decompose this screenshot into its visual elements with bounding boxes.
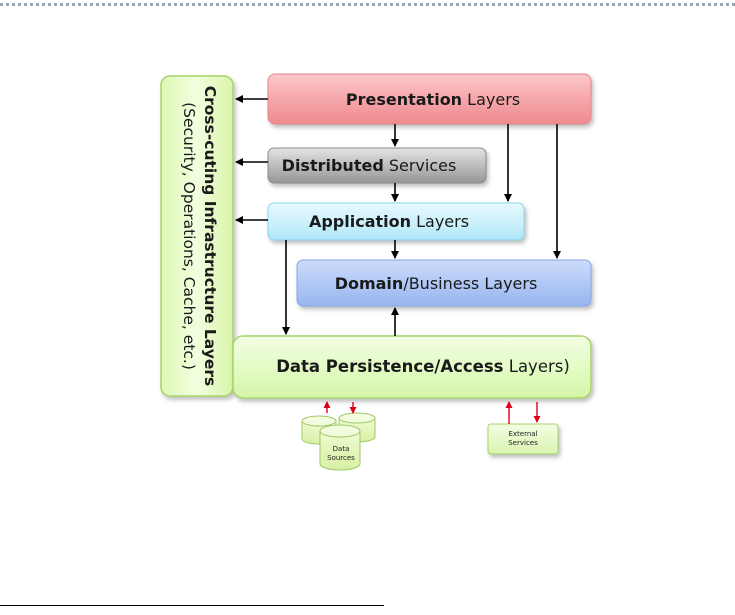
data-flow-arrows bbox=[323, 401, 541, 424]
distributed-services-label: Distributed Services bbox=[282, 156, 457, 175]
application-layer-box: Application Layers bbox=[267, 202, 525, 241]
data-persistence-label: Data Persistence/Access Layers) bbox=[276, 357, 570, 376]
application-label: Application Layers bbox=[309, 212, 469, 231]
data-persistence-layer-box: Data Persistence/Access Layers) bbox=[232, 335, 592, 399]
crosscutting-layer-box: Cross-cuting Infrastructure Layers (Secu… bbox=[160, 75, 234, 397]
distributed-services-box: Distributed Services bbox=[267, 147, 487, 184]
top-dotted-rule bbox=[0, 3, 735, 6]
external-services-line1: External bbox=[508, 430, 537, 438]
data-sources-line2: Sources bbox=[327, 454, 355, 462]
crosscutting-title: Cross-cuting Infrastructure Layers bbox=[201, 86, 219, 387]
domain-label: Domain/Business Layers bbox=[335, 274, 538, 293]
data-sources-line1: Data bbox=[333, 445, 350, 453]
external-services-box: External Services bbox=[487, 423, 559, 455]
external-services-line2: Services bbox=[508, 439, 538, 447]
data-sources-icon: Data Sources bbox=[301, 412, 376, 471]
presentation-layer-box: Presentation Layers bbox=[267, 73, 592, 125]
dependency-arrows bbox=[235, 95, 561, 336]
domain-layer-box: Domain/Business Layers bbox=[296, 259, 592, 307]
presentation-label: Presentation Layers bbox=[346, 90, 520, 109]
crosscutting-subtitle: (Security, Operations, Cache, etc.) bbox=[180, 102, 198, 370]
footnote-rule bbox=[0, 605, 384, 606]
